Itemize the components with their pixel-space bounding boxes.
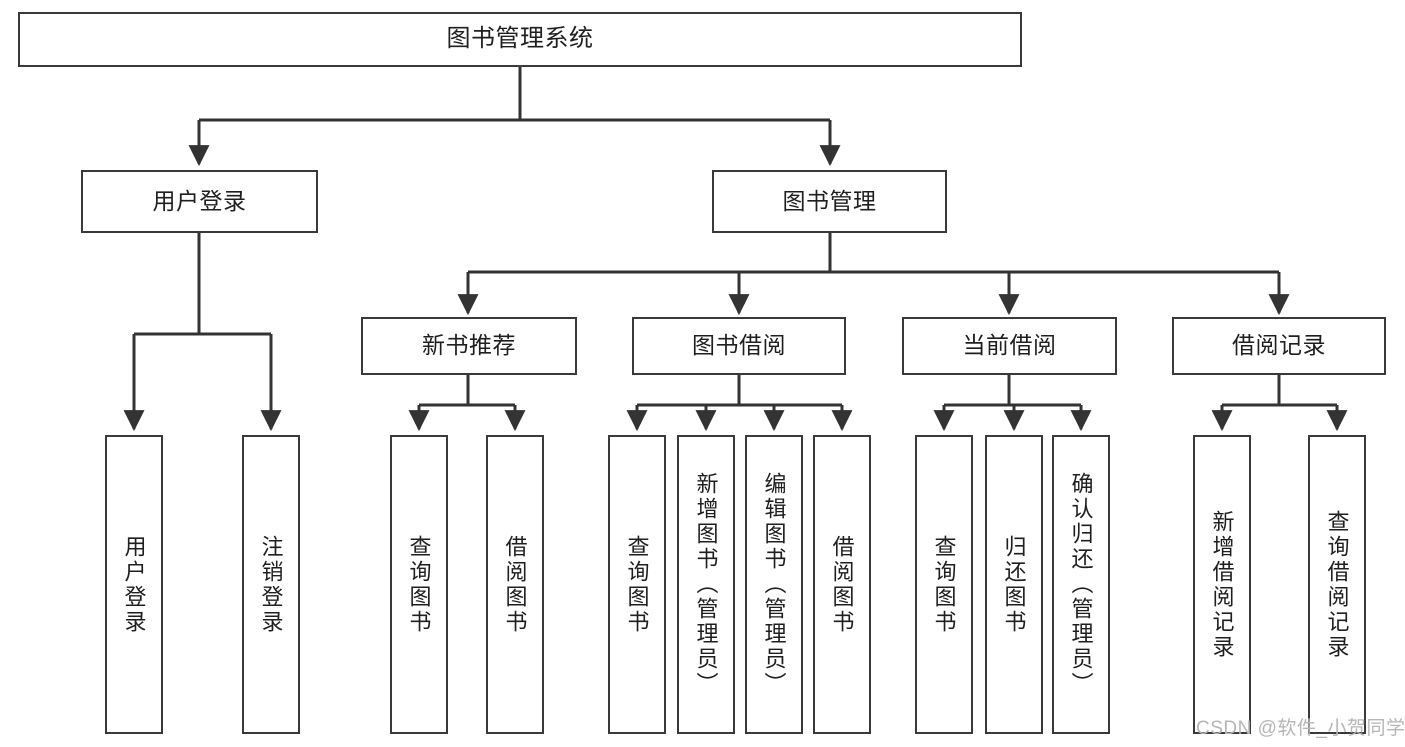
node-leaf-book-borrow-borrow[interactable]: 借阅图书 [813, 435, 871, 734]
node-leaf-label: 查询图书 [624, 534, 650, 635]
node-leaf-label: 借阅图书 [829, 534, 855, 635]
node-new-book-recommend-label: 新书推荐 [422, 332, 516, 359]
node-borrow-record-label: 借阅记录 [1232, 332, 1326, 359]
node-leaf-borrow-record-add[interactable]: 新增借阅记录 [1193, 435, 1251, 734]
node-book-borrow-label: 图书借阅 [692, 332, 786, 359]
node-book-borrow[interactable]: 图书借阅 [632, 317, 846, 375]
node-root-label: 图书管理系统 [446, 25, 594, 53]
node-current-borrow[interactable]: 当前借阅 [902, 317, 1117, 375]
node-leaf-book-borrow-query[interactable]: 查询图书 [608, 435, 666, 734]
node-book-manage[interactable]: 图书管理 [712, 170, 947, 233]
node-user-login[interactable]: 用户登录 [81, 170, 318, 233]
node-leaf-book-borrow-edit[interactable]: 编辑图书（管理员） [745, 435, 803, 734]
node-leaf-book-borrow-add[interactable]: 新增图书（管理员） [677, 435, 735, 734]
node-leaf-current-borrow-confirm[interactable]: 确认归还（管理员） [1052, 435, 1110, 734]
node-leaf-user-login-login[interactable]: 用户登录 [105, 435, 163, 734]
node-leaf-borrow-record-query[interactable]: 查询借阅记录 [1308, 435, 1366, 734]
node-leaf-label: 归还图书 [1001, 534, 1027, 635]
node-leaf-current-borrow-query[interactable]: 查询图书 [915, 435, 973, 734]
node-book-manage-label: 图书管理 [782, 187, 877, 214]
watermark-text: CSDN @软件_小贺同学 [1196, 718, 1405, 739]
node-leaf-label: 查询图书 [406, 534, 432, 635]
node-leaf-label: 用户登录 [121, 534, 147, 635]
node-leaf-label: 新增借阅记录 [1209, 509, 1235, 660]
node-leaf-label: 查询借阅记录 [1324, 509, 1350, 660]
node-root[interactable]: 图书管理系统 [18, 12, 1022, 67]
node-borrow-record[interactable]: 借阅记录 [1172, 317, 1386, 375]
node-leaf-label: 查询图书 [931, 534, 957, 635]
node-leaf-label: 确认归还（管理员） [1068, 472, 1094, 697]
node-leaf-user-login-logout[interactable]: 注销登录 [242, 435, 300, 734]
node-leaf-new-book-borrow[interactable]: 借阅图书 [486, 435, 544, 734]
node-leaf-label: 编辑图书（管理员） [761, 472, 787, 697]
node-new-book-recommend[interactable]: 新书推荐 [361, 317, 577, 375]
node-leaf-label: 注销登录 [258, 534, 284, 635]
node-current-borrow-label: 当前借阅 [962, 332, 1057, 359]
node-user-login-label: 用户登录 [152, 187, 247, 214]
node-leaf-current-borrow-return[interactable]: 归还图书 [985, 435, 1043, 734]
node-leaf-new-book-query[interactable]: 查询图书 [390, 435, 448, 734]
node-leaf-label: 借阅图书 [502, 534, 528, 635]
node-leaf-label: 新增图书（管理员） [693, 472, 719, 697]
